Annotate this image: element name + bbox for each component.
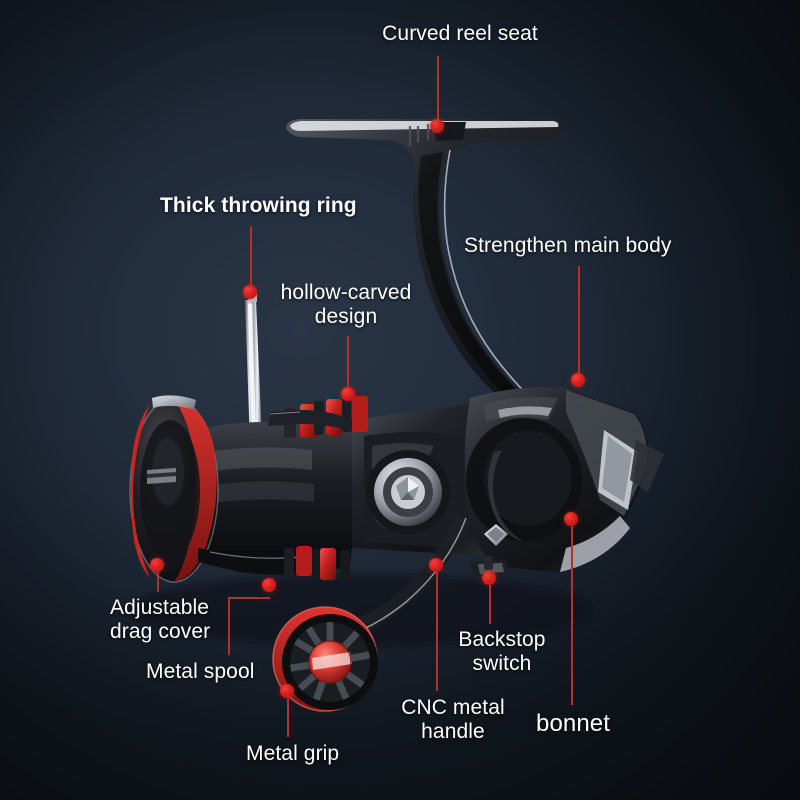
spool-part [129, 395, 352, 583]
callout-label-adjustable-drag-cover: Adjustable drag cover [110, 596, 211, 643]
bail-arm-part [245, 290, 262, 445]
callout-marker-backstop-switch[interactable] [482, 571, 496, 585]
leader-line-curved-reel-seat [437, 56, 439, 122]
leader-line-bonnet [571, 525, 573, 705]
body-bonnet-part [464, 387, 664, 580]
leader-line-backstop-switch [489, 584, 491, 624]
leader-line-cnc-metal-handle [436, 571, 438, 691]
backstop-switch-part [470, 556, 510, 580]
callout-label-backstop-switch: Backstop switch [458, 628, 546, 675]
callout-marker-thick-throwing-ring[interactable] [243, 285, 257, 299]
callout-marker-metal-grip[interactable] [280, 684, 294, 698]
callout-marker-adjustable-drag-cover[interactable] [150, 558, 164, 572]
callout-marker-bonnet[interactable] [564, 512, 578, 526]
leader-line-hollow-carved-design [347, 336, 349, 391]
callout-marker-metal-spool[interactable] [262, 578, 276, 592]
callout-label-strengthen-main-body: Strengthen main body [464, 234, 672, 257]
callout-label-bonnet: bonnet [536, 710, 611, 737]
callout-marker-strengthen-main-body[interactable] [571, 373, 585, 387]
callout-label-thick-throwing-ring: Thick throwing ring [160, 194, 357, 217]
handle-part [272, 514, 470, 712]
callout-label-cnc-metal-handle: CNC metal handle [401, 696, 505, 743]
leader-line-strengthen-main-body [578, 266, 580, 376]
leader-line-metal-grip [287, 697, 289, 737]
callout-label-hollow-carved-design: hollow-carved design [280, 281, 412, 328]
leader-line-thick-throwing-ring [250, 226, 252, 288]
callout-label-curved-reel-seat: Curved reel seat [382, 22, 538, 45]
leader-line-metal-spool [228, 597, 230, 655]
callout-label-metal-spool: Metal spool [146, 660, 255, 683]
callout-marker-curved-reel-seat[interactable] [430, 119, 444, 133]
leader-line-metal-spool [228, 597, 270, 599]
callout-marker-hollow-carved-design[interactable] [341, 387, 355, 401]
leader-line-adjustable-drag-cover [157, 570, 159, 592]
callout-label-metal-grip: Metal grip [246, 742, 340, 765]
callout-marker-cnc-metal-handle[interactable] [429, 558, 443, 572]
